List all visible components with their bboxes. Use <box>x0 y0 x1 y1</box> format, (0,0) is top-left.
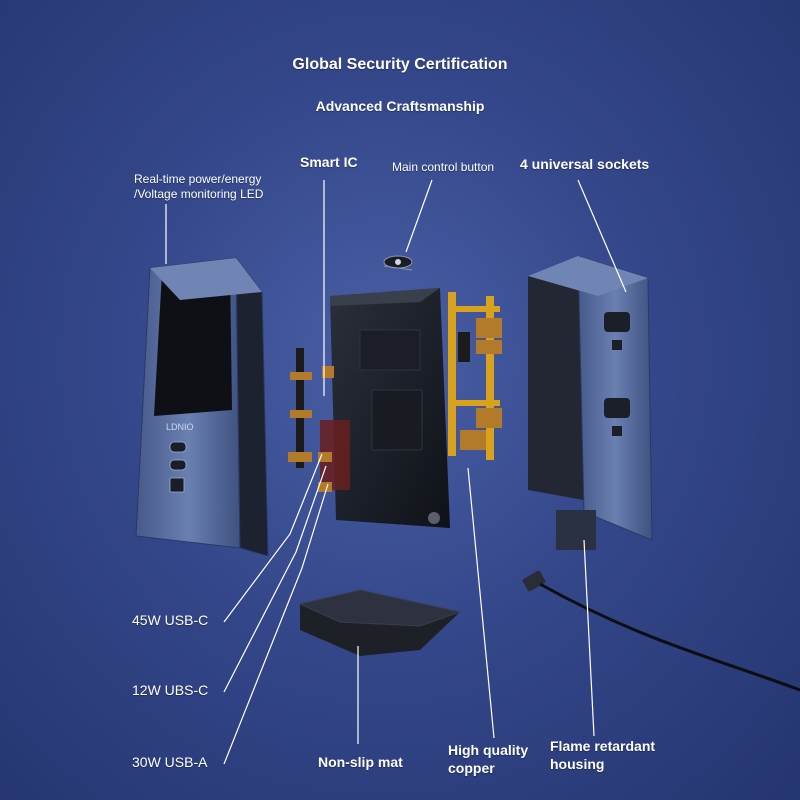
copper-conductor-frames <box>448 292 502 460</box>
usb-a-30-leader-line <box>223 483 329 765</box>
front-housing-panel: LDNIO <box>135 256 269 557</box>
leader-lines <box>165 179 627 765</box>
main-button-label: Main control button <box>392 160 495 174</box>
button-leader-line <box>405 179 433 253</box>
universal-socket-icon <box>604 312 630 350</box>
copper-label-line2: copper <box>448 759 495 776</box>
housing-leader-line <box>583 539 595 737</box>
usb-c-port-icon <box>169 441 187 453</box>
brand-logo: LDNIO <box>166 422 194 432</box>
usb-a-port-icon <box>169 477 185 493</box>
housing-label: Flame retardant housing <box>550 738 655 773</box>
core-pcb-block <box>318 288 450 528</box>
usb-a-30-label: 30W USB-A <box>132 754 208 770</box>
left-copper-strip <box>288 348 312 468</box>
power-cord <box>522 570 800 692</box>
copper-label: High quality copper <box>448 742 528 777</box>
sockets-label: 4 universal sockets <box>520 156 650 172</box>
copper-label-line1: High quality <box>448 742 529 758</box>
universal-socket-icon <box>604 398 630 436</box>
page-title: Global Security Certification <box>292 56 508 73</box>
usb-c-45-label: 45W USB-C <box>132 612 209 628</box>
usb-c-45-leader-line <box>223 453 323 623</box>
copper-leader-line <box>467 467 495 739</box>
usb-c-12-label: 12W UBS-C <box>132 682 209 698</box>
usb-c-port-icon <box>169 459 187 471</box>
sockets-leader-line <box>577 179 627 293</box>
led-label-line2: /Voltage monitoring LED <box>134 187 264 201</box>
main-control-button-part <box>383 255 413 271</box>
non-slip-label: Non-slip mat <box>318 754 403 770</box>
smart-ic-label: Smart IC <box>300 154 358 170</box>
housing-label-line1: Flame retardant <box>550 738 656 754</box>
led-label-line1: Real-time power/energy <box>134 172 262 186</box>
socket-housing <box>528 255 653 550</box>
led-display-screen <box>154 266 232 416</box>
non-slip-mat-part <box>298 589 462 656</box>
page-subtitle: Advanced Craftsmanship <box>315 98 485 114</box>
usb-c-12-leader-line <box>223 465 327 693</box>
led-label: Real-time power/energy /Voltage monitori… <box>134 172 263 202</box>
housing-label-line2: housing <box>550 755 605 772</box>
